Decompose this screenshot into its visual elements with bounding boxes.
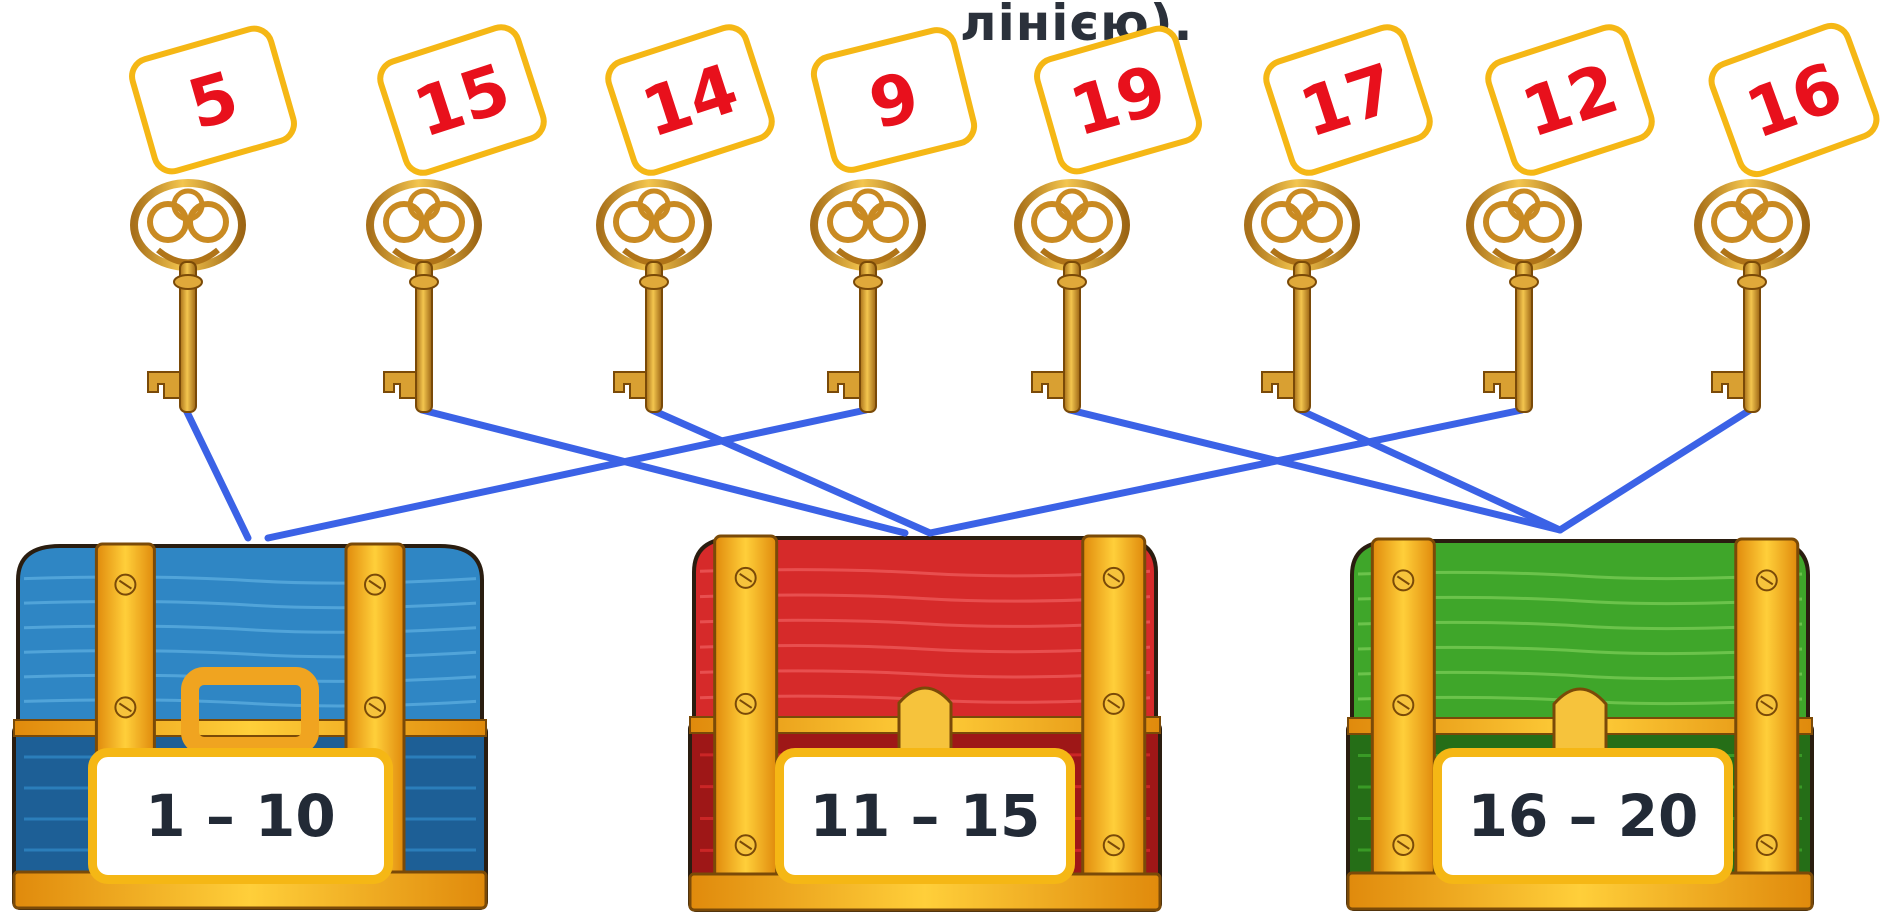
key-icon [130, 179, 246, 413]
key-icon [366, 179, 482, 413]
key-number-tag: 16 [1708, 22, 1880, 178]
key-number-tag: 12 [1485, 24, 1655, 176]
connection-line-9 [264, 406, 870, 542]
connection-line-12 [926, 406, 1526, 537]
key-icon [1244, 179, 1360, 413]
connection-line-16 [1556, 406, 1754, 534]
connection-line-15 [418, 406, 909, 537]
connection-line-5 [182, 406, 252, 542]
key-icon [810, 179, 926, 413]
key-number-tag: 15 [377, 24, 547, 176]
key-icon [596, 179, 712, 413]
key-number-tag: 17 [1263, 24, 1433, 176]
key-number-tag: 14 [605, 24, 775, 176]
key-icon [1694, 179, 1810, 413]
connection-line-14 [648, 406, 934, 537]
connection-line-19 [1066, 406, 1564, 534]
key-number-tag: 9 [810, 27, 978, 173]
key-icon [1466, 179, 1582, 413]
chest-label-green: 16 – 20 [1433, 748, 1733, 884]
connection-line-17 [1296, 406, 1564, 534]
key-number-tag: 19 [1034, 25, 1202, 175]
chest-label-red: 11 – 15 [775, 748, 1075, 884]
chest-label-blue: 1 – 10 [88, 748, 393, 884]
key-icon [1014, 179, 1130, 413]
key-number-tag: 5 [129, 25, 297, 175]
